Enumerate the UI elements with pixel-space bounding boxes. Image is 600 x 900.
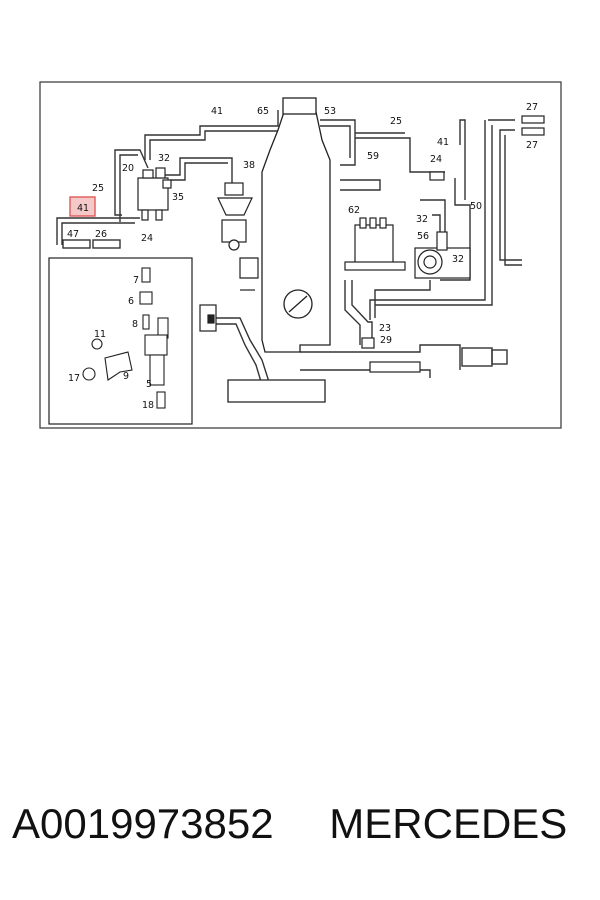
callout-label: 5 [146, 379, 152, 390]
callout-label: 29 [380, 335, 392, 346]
callout-label: 18 [142, 400, 154, 411]
callout-label: 32 [416, 214, 428, 225]
callout-label: 20 [122, 163, 134, 174]
vacuum-converter [137, 167, 172, 221]
vacuum-line-diagram: 65 53 41 25 27 27 41 24 20 32 59 38 35 2… [39, 81, 562, 429]
callout-label: 25 [390, 116, 402, 127]
callout-label: 32 [452, 254, 464, 265]
callout-label: 25 [92, 183, 104, 194]
highlight-box [69, 196, 96, 217]
callout-label: 11 [94, 329, 106, 340]
part-number: A0019973852 [12, 800, 274, 847]
callout-label: 8 [132, 319, 138, 330]
callout-label: 65 [257, 106, 269, 117]
callout-label: 35 [172, 192, 184, 203]
callout-label: 24 [430, 154, 442, 165]
engine-block [227, 97, 331, 403]
callout-label: 62 [348, 205, 360, 216]
callout-label: 17 [68, 373, 80, 384]
vacuum-lines [56, 110, 522, 386]
vacuum-pump [414, 231, 471, 279]
callout-label: 24 [141, 233, 153, 244]
t-connectors [361, 115, 545, 373]
callout-label: 41 [211, 106, 223, 117]
callout-label: 59 [367, 151, 379, 162]
callout-label: 47 [67, 229, 79, 240]
callout-label: 38 [243, 160, 255, 171]
part-caption: A0019973852 MERCEDES [12, 800, 592, 860]
callout-label: 50 [470, 201, 482, 212]
callout-label: 23 [379, 323, 391, 334]
callout-label: 32 [158, 153, 170, 164]
detail-inset-frame [48, 257, 193, 425]
callout-label: 6 [128, 296, 134, 307]
callout-label: 53 [324, 106, 336, 117]
callout-labels: 65 53 41 25 27 27 41 24 20 32 59 38 35 2… [67, 102, 538, 411]
sensor-left [199, 304, 217, 332]
egr-valve [217, 182, 259, 291]
callout-label: 56 [417, 231, 429, 242]
inset-parts [82, 267, 169, 409]
callout-label: 41 [77, 203, 89, 214]
callout-label: 41 [437, 137, 449, 148]
callout-label: 27 [526, 102, 538, 113]
callout-label: 7 [133, 275, 139, 286]
callout-label: 27 [526, 140, 538, 151]
injection-pump [344, 217, 406, 271]
callout-label: 26 [95, 229, 107, 240]
brand-name: MERCEDES [329, 800, 568, 847]
callout-label: 9 [123, 371, 129, 382]
